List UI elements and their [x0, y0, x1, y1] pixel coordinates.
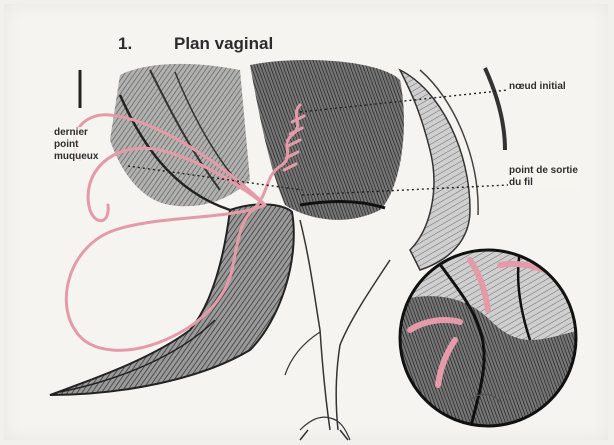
- label-last-point-line2: point: [54, 139, 98, 151]
- label-exit-point-line2: du fil: [509, 177, 578, 189]
- label-initial-knot: nœud initial: [509, 81, 566, 93]
- figure-heading: 1.Plan vaginal: [118, 34, 273, 54]
- perineal-flap: [50, 204, 294, 395]
- label-last-point-line1: dernier: [54, 127, 98, 139]
- magnified-detail-lens: [400, 250, 580, 430]
- figure-number: 1.: [118, 34, 174, 54]
- figure-title: Plan vaginal: [174, 34, 273, 53]
- label-last-mucosal-point: dernier point muqueux: [54, 127, 98, 163]
- central-cavity: [250, 60, 404, 220]
- label-exit-point-line1: point de sortie: [509, 165, 578, 177]
- label-last-point-line3: muqueux: [54, 151, 98, 163]
- anal-canal-outline: [300, 220, 330, 430]
- label-thread-exit-point: point de sortie du fil: [509, 165, 578, 189]
